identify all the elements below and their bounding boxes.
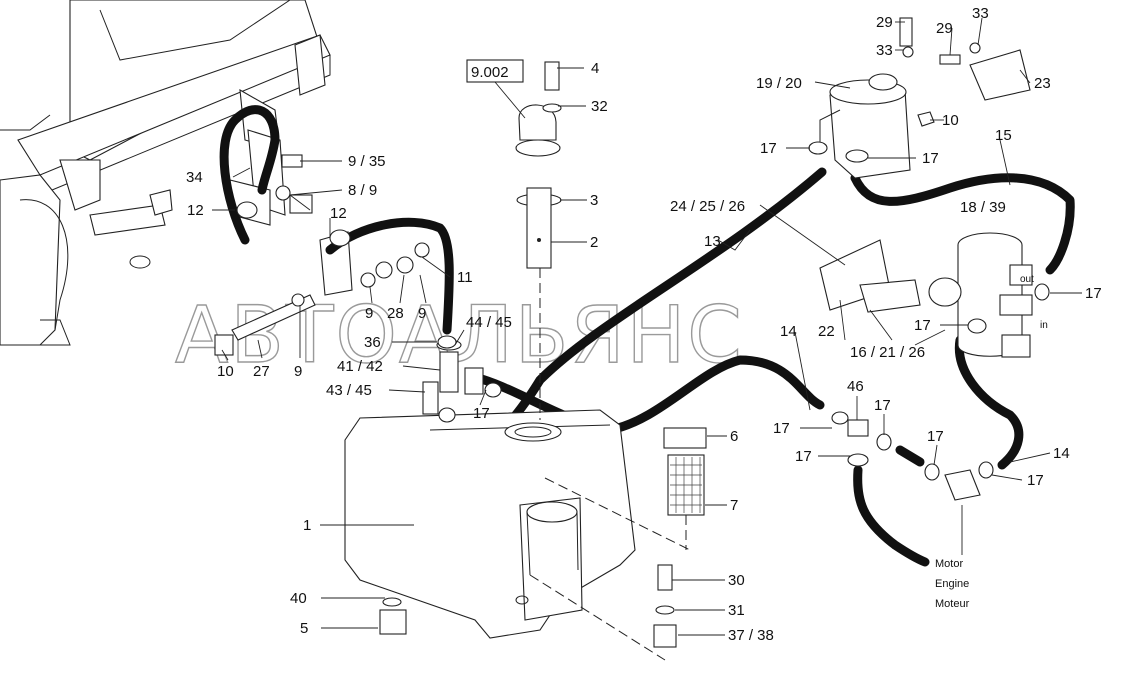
callout-33-b: 33 bbox=[972, 5, 989, 22]
reference-box: 9.002 bbox=[471, 64, 509, 81]
callout-27: 27 bbox=[253, 363, 270, 380]
callout-14-right: 14 bbox=[1053, 445, 1070, 462]
callout-32: 32 bbox=[591, 98, 608, 115]
callout-1: 1 bbox=[303, 517, 311, 534]
callout-17-valve-right: 17 bbox=[1027, 472, 1044, 489]
chassis-frame bbox=[0, 0, 353, 346]
callout-33-a: 33 bbox=[876, 42, 893, 59]
callout-5: 5 bbox=[300, 620, 308, 637]
leader-lines bbox=[212, 17, 1082, 636]
callout-9-c: 9 bbox=[294, 363, 302, 380]
engine-label: Motor Engine Moteur bbox=[935, 558, 970, 610]
callout-46: 46 bbox=[847, 378, 864, 395]
main-filter: out in bbox=[928, 232, 1048, 358]
callout-14-left: 14 bbox=[780, 323, 797, 340]
callout-15: 15 bbox=[995, 127, 1012, 144]
port-in-label: in bbox=[1040, 320, 1048, 331]
callout-36: 36 bbox=[364, 334, 381, 351]
callout-19-20: 19 / 20 bbox=[756, 75, 802, 92]
callout-17-prefilter-left: 17 bbox=[760, 140, 777, 157]
callout-7: 7 bbox=[730, 497, 738, 514]
callout-28: 28 bbox=[387, 305, 404, 322]
callout-41-42: 41 / 42 bbox=[337, 358, 383, 375]
callout-17-filter-right: 17 bbox=[1085, 285, 1102, 302]
engine-label-en: Engine bbox=[935, 578, 969, 590]
callout-8-9: 8 / 9 bbox=[348, 182, 377, 199]
callout-16-21-26: 16 / 21 / 26 bbox=[850, 344, 925, 361]
callout-30: 30 bbox=[728, 572, 745, 589]
callout-31: 31 bbox=[728, 602, 745, 619]
callout-40: 40 bbox=[290, 590, 307, 607]
callout-17-tee-bottom: 17 bbox=[795, 448, 812, 465]
callout-9-b: 9 bbox=[418, 305, 426, 322]
callout-17-tank: 17 bbox=[473, 405, 490, 422]
callout-13: 13 bbox=[704, 233, 721, 250]
engine-label-fr: Moteur bbox=[935, 598, 970, 610]
callout-37-38: 37 / 38 bbox=[728, 627, 774, 644]
fuel-tank bbox=[344, 409, 691, 661]
callout-17-tee: 17 bbox=[874, 397, 891, 414]
callout-2: 2 bbox=[590, 234, 598, 251]
callout-12-right: 12 bbox=[330, 205, 347, 222]
callout-17-hose-end: 17 bbox=[773, 420, 790, 437]
callout-6: 6 bbox=[730, 428, 738, 445]
callout-17-valve-left: 17 bbox=[927, 428, 944, 445]
callout-22: 22 bbox=[818, 323, 835, 340]
callout-labels: 4 32 3 2 6 7 1 40 5 30 31 37 / 38 9 / 35… bbox=[186, 5, 1102, 644]
callout-10-left: 10 bbox=[217, 363, 234, 380]
hose-clamps bbox=[236, 141, 1050, 501]
callout-29-b: 29 bbox=[936, 20, 953, 37]
fuel-level-sender: 9.002 bbox=[466, 59, 562, 420]
engine-label-de: Motor bbox=[935, 558, 963, 570]
drain-plug bbox=[379, 564, 677, 648]
port-out-label: out bbox=[1020, 274, 1034, 285]
callout-18-39: 18 / 39 bbox=[960, 199, 1006, 216]
callout-10-right: 10 bbox=[942, 112, 959, 129]
callout-17-prefilter-right: 17 bbox=[922, 150, 939, 167]
callout-17-filter-left: 17 bbox=[914, 317, 931, 334]
callout-3: 3 bbox=[590, 192, 598, 209]
callout-4: 4 bbox=[591, 60, 599, 77]
callout-11: 11 bbox=[457, 269, 473, 286]
callout-9-a: 9 bbox=[365, 305, 373, 322]
callout-29-a: 29 bbox=[876, 14, 893, 31]
callout-12-left: 12 bbox=[187, 202, 204, 219]
callout-24-25-26: 24 / 25 / 26 bbox=[670, 198, 745, 215]
callout-43-45: 43 / 45 bbox=[326, 382, 372, 399]
callout-23: 23 bbox=[1034, 75, 1051, 92]
callout-34: 34 bbox=[186, 169, 203, 186]
callout-44-45: 44 / 45 bbox=[466, 314, 512, 331]
callout-9-35: 9 / 35 bbox=[348, 153, 386, 170]
prefilter bbox=[819, 17, 1031, 179]
fuel-strainer bbox=[663, 427, 707, 550]
bracket bbox=[819, 239, 921, 313]
